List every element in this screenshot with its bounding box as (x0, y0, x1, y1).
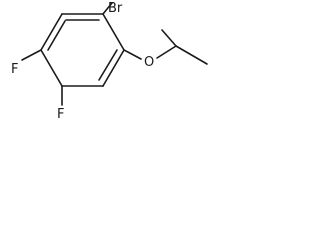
ring-bond-lower-right (102, 49, 125, 87)
bromine-atom-label: Br (108, 1, 123, 16)
oxygen-atom-label: O (144, 55, 154, 70)
bond-ch-methyl-left (161, 29, 177, 47)
bond-c-f-top (21, 49, 42, 61)
bond-o-ch (156, 45, 177, 59)
ring-bond-lower-left (40, 49, 63, 87)
ring-bond-upper-right (102, 13, 125, 51)
ring-double-bond-left (47, 20, 66, 51)
ring-bond-upper-left (40, 13, 63, 51)
fluorine-bottom-atom-label: F (57, 107, 64, 122)
fluorine-top-atom-label: F (11, 62, 18, 77)
ring-double-bond-right (98, 49, 118, 81)
bond-ch-methyl-right (175, 45, 208, 65)
bond-c-o (123, 49, 142, 60)
bond-c-br (102, 2, 113, 15)
chemical-structure: Br O F F (11, 1, 208, 122)
